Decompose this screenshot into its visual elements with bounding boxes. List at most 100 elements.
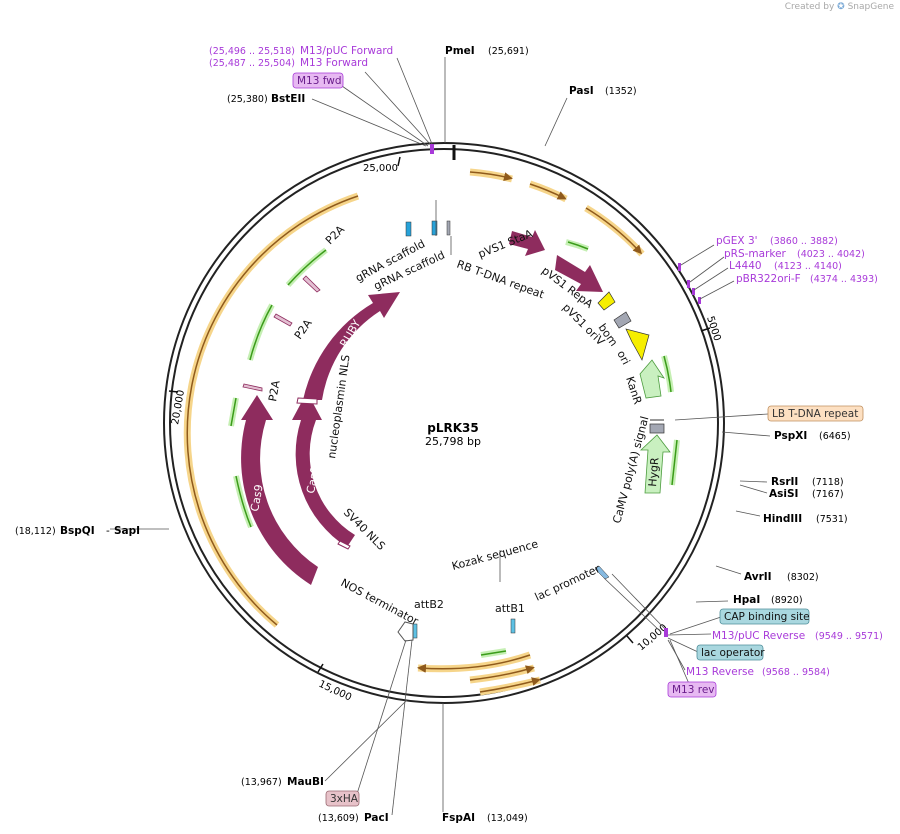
vs1-staa-arrow <box>509 230 545 256</box>
plasmid-size: 25,798 bp <box>425 435 481 448</box>
hygr-feature <box>639 434 671 494</box>
tick-mark <box>317 663 324 673</box>
enzyme-name: MauBI <box>287 776 324 788</box>
primer-labels: M13/pUC Forward (25,496 .. 25,518) M13 F… <box>209 45 883 678</box>
enzyme-position: (1352) <box>605 86 637 97</box>
orf-arrow <box>417 654 531 673</box>
camv-label: CaMV poly(A) signal <box>610 415 651 525</box>
primer-name: M13/pUC Forward <box>300 45 393 57</box>
enzyme-name: RsrII <box>771 476 798 488</box>
cas9-inner-label: Cas9 <box>304 466 322 495</box>
m13-fwd-box <box>292 72 344 89</box>
green-orf-arrows <box>228 239 680 658</box>
camv-feature <box>649 423 665 434</box>
enzyme-name: HindIII <box>763 513 802 525</box>
lb-repeat-box-label: LB T-DNA repeat <box>772 408 858 420</box>
green-orf <box>230 397 237 427</box>
tick-label: 10,000 <box>636 622 670 653</box>
cap-site-box <box>719 608 810 625</box>
enzyme-name: SapI <box>114 525 140 537</box>
green-orf-glow <box>247 303 275 361</box>
tick-mark <box>700 327 711 332</box>
watermark-prefix: Created by <box>784 2 835 12</box>
enzyme-position: (8920) <box>771 595 803 606</box>
enzyme-name: AsiSI <box>769 488 798 500</box>
p2a-label: P2A <box>323 223 347 247</box>
primer-site <box>692 288 695 295</box>
primer-position: (4023 .. 4042) <box>797 249 865 260</box>
orf-arrow <box>479 677 541 693</box>
enzyme-name: PmeI <box>445 45 475 57</box>
small-features <box>242 220 671 642</box>
orf-arrow <box>585 207 643 255</box>
primer-name: M13/pUC Reverse <box>712 630 805 642</box>
tick-label: 25,000 <box>363 163 398 174</box>
primer-site <box>430 144 434 154</box>
primer-position: (3860 .. 3882) <box>770 236 838 247</box>
grna-scaffold-feature <box>431 220 438 236</box>
enzyme-labels: PmeI (25,691) PasI (1352) BstEII (25,380… <box>15 45 851 824</box>
bom-feature <box>613 311 632 329</box>
primer-name: M13 Reverse <box>686 666 754 678</box>
primer-site <box>698 297 701 304</box>
enzyme-name: PacI <box>364 812 389 824</box>
primer-site <box>678 263 681 271</box>
ruby-arrow <box>303 292 400 400</box>
enzyme-position: (7531) <box>816 514 848 525</box>
green-orf <box>567 241 589 250</box>
primer-name: L4440 <box>729 260 762 272</box>
grna-scaffold-feature <box>405 221 412 237</box>
p2a-feature <box>302 275 321 293</box>
primer-position: (9568 .. 9584) <box>762 667 830 678</box>
primer-name: pGEX 3' <box>716 235 758 247</box>
orf-arrow-glow <box>584 205 645 257</box>
attb1-label: attB1 <box>495 602 525 615</box>
tag-3xha-box <box>325 790 360 807</box>
nos-label: NOS terminator <box>339 576 421 628</box>
m13-fwd-label: M13 fwd <box>297 75 342 87</box>
lac-operator-label: lac operator <box>701 647 765 659</box>
tick-mark <box>626 635 634 644</box>
attb1-feature <box>510 618 516 634</box>
rb-repeat-label: RB T-DNA repeat <box>455 258 546 302</box>
green-orf <box>249 304 273 361</box>
long-orf-arrow <box>186 195 359 626</box>
leader-lines <box>110 57 771 816</box>
nos-terminator-feature <box>397 621 414 642</box>
cas9-inner-arrow <box>292 392 355 547</box>
enzyme-separator: - <box>106 525 110 537</box>
backbone-outer <box>163 142 725 704</box>
orf-arrows-top <box>469 168 645 257</box>
primer-position: (4123 .. 4140) <box>774 261 842 272</box>
m13-rev-box <box>667 681 717 698</box>
lac-operator-box <box>696 644 764 661</box>
p2a-label: P2A <box>292 317 315 342</box>
green-orf <box>663 355 672 393</box>
green-orf <box>480 650 507 656</box>
boxed-labels: M13 fwd LB T-DNA repeat CAP binding site… <box>292 72 864 807</box>
kozak-label: Kozak sequence <box>450 537 539 573</box>
enzyme-name: PasI <box>569 85 594 97</box>
orf-arrow <box>469 665 535 681</box>
enzyme-name: HpaI <box>733 594 760 606</box>
backbone-inner <box>169 148 719 698</box>
p2a-label: P2A <box>266 379 283 403</box>
orf-arrow <box>469 171 513 182</box>
snapgene-logo-icon: ✪ <box>837 2 845 12</box>
p2a-feature <box>242 383 263 392</box>
enzyme-position: (25,380) <box>227 94 268 105</box>
vs1-oriv-feature <box>597 291 616 311</box>
primer-name: pRS-marker <box>724 248 787 260</box>
tick-label: 15,000 <box>317 679 353 704</box>
attb2-label: attB2 <box>414 598 444 611</box>
enzyme-position: (18,112) <box>15 526 56 537</box>
orf-arrow <box>529 183 567 200</box>
green-orf <box>287 249 327 286</box>
enzyme-position: (8302) <box>787 572 819 583</box>
enzyme-name: BspQI <box>60 525 95 537</box>
snapgene-watermark: Created by ✪ SnapGene <box>785 2 894 12</box>
tick-mark <box>397 156 401 167</box>
plasmid-name: pLRK35 <box>427 421 478 435</box>
